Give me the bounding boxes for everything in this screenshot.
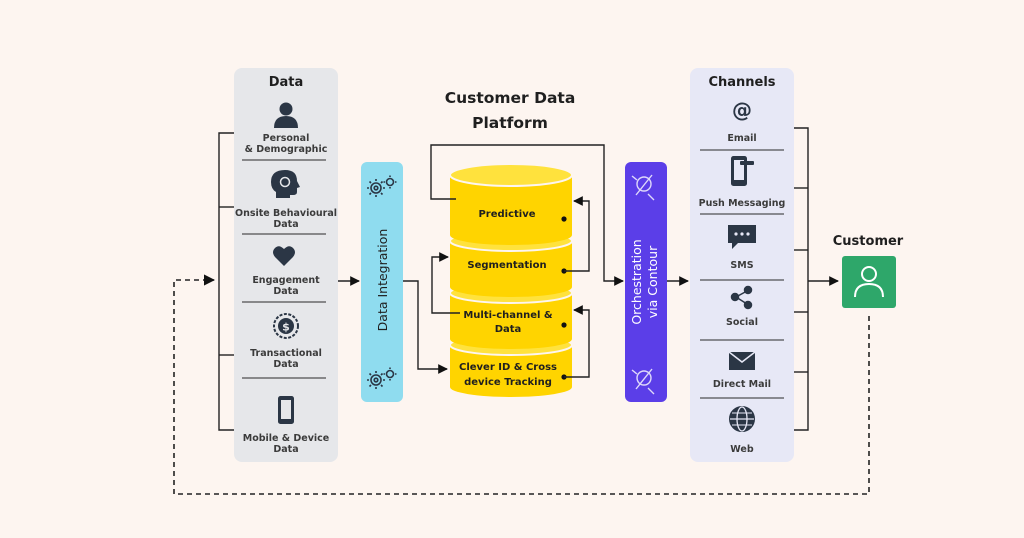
- mobile-phone-icon: [278, 396, 294, 424]
- at-sign-icon: @: [732, 98, 752, 122]
- orchestration-tools-icon: [631, 174, 655, 201]
- orchestration-label-line1: Orchestration: [629, 239, 644, 324]
- channel-social: Social: [726, 317, 758, 328]
- channels-panel-title: Channels: [708, 75, 775, 90]
- cdp-layer-cleverid-line2: device Tracking: [464, 377, 552, 388]
- cdp-title-line2: Platform: [472, 114, 548, 132]
- data-item-engagement-line1: Engagement: [252, 275, 320, 286]
- brain-head-icon: [271, 170, 300, 198]
- cdp-title-line1: Customer Data: [445, 89, 576, 107]
- cdp-cylinder: Predictive Segmentation Multi-channel & …: [449, 163, 573, 397]
- gear-icon: [367, 175, 397, 197]
- data-integration-label: Data Integration: [375, 229, 390, 332]
- customer-box: [842, 256, 896, 308]
- data-panel-title: Data: [269, 75, 304, 90]
- cdp-layer-predictive: Predictive: [478, 209, 535, 220]
- data-integration-bar: Data Integration: [361, 162, 403, 402]
- loop-cleverid-to-multichannel: [564, 305, 590, 378]
- data-item-personal-line1: Personal: [263, 133, 310, 144]
- cdp-layer-multichannel-line2: Data: [495, 324, 522, 335]
- dollar-coin-icon: $: [273, 313, 299, 339]
- channels-panel: Channels @ Email Push Messaging SMS Soci…: [690, 68, 794, 462]
- data-item-transactional-line2: Data: [273, 359, 298, 370]
- data-item-engagement-line2: Data: [273, 286, 298, 297]
- channel-sms: SMS: [730, 260, 753, 271]
- loop-multichannel-to-segmentation: [431, 252, 460, 314]
- channels-bracket: [794, 127, 809, 431]
- data-bracket: [218, 132, 234, 431]
- envelope-icon: [728, 351, 756, 370]
- customer-label: Customer: [833, 234, 904, 249]
- data-item-onsite-line2: Data: [273, 219, 298, 230]
- share-icon: [730, 285, 753, 310]
- cdp-layer-cleverid-line1: Clever ID & Cross: [459, 362, 557, 373]
- orchestration-bar: Orchestration via Contour: [625, 162, 667, 402]
- channel-web: Web: [730, 444, 754, 455]
- data-item-mobile-line1: Mobile & Device: [243, 433, 330, 444]
- data-item-personal-line2: & Demographic: [245, 144, 328, 155]
- loop-predictive-to-orchestration: [430, 144, 624, 286]
- channel-push-messaging: Push Messaging: [699, 198, 786, 209]
- globe-icon: [729, 406, 755, 432]
- data-panel: Data Personal & Demographic Onsite Behav…: [234, 68, 338, 462]
- push-notification-icon: [731, 156, 754, 186]
- gear-icon: [367, 367, 397, 389]
- loop-segmentation-to-predictive: [564, 196, 590, 272]
- heart-icon: [273, 246, 295, 266]
- cdp-layer-multichannel-line1: Multi-channel &: [463, 310, 553, 321]
- svg-text:$: $: [282, 321, 290, 334]
- data-item-transactional-line1: Transactional: [250, 348, 322, 359]
- feedback-loop-dashed: [173, 274, 870, 495]
- sms-bubble-icon: [728, 225, 756, 249]
- arrow-integration-to-cdp: [403, 280, 448, 374]
- cdp-layer-segmentation: Segmentation: [467, 260, 546, 271]
- data-item-mobile-line2: Data: [273, 444, 298, 455]
- data-item-onsite-line1: Onsite Behavioural: [235, 208, 337, 219]
- user-icon: [854, 266, 884, 298]
- orchestration-label-line2: via Contour: [645, 245, 660, 318]
- person-icon: [274, 102, 298, 128]
- orchestration-tools-icon: [631, 368, 655, 395]
- channel-direct-mail: Direct Mail: [713, 379, 771, 390]
- channel-email: Email: [727, 133, 756, 144]
